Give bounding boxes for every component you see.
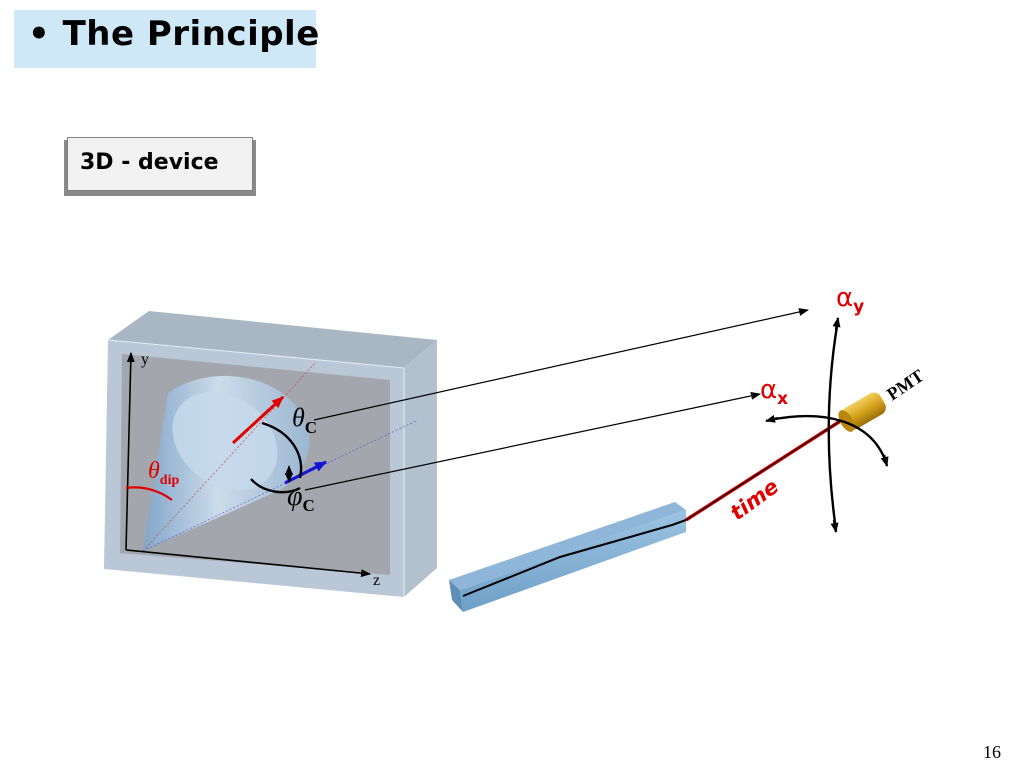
pmt-label: PMT	[883, 365, 927, 404]
block-side-face	[404, 340, 437, 597]
block-top-face	[108, 311, 437, 368]
alpha-x-label: αx	[760, 375, 788, 409]
photon-path-in-bar	[462, 519, 687, 597]
phi-c-label: φC	[287, 481, 315, 515]
theta-c-label: θC	[292, 403, 317, 437]
cherenkov-cone	[142, 361, 419, 552]
phi-c-arc	[250, 478, 301, 494]
photon-direction-red-arrow	[231, 395, 285, 445]
theta-dip-arc	[125, 486, 173, 501]
projection-line-alpha-y	[313, 308, 809, 421]
title-background	[14, 10, 316, 68]
projection-line-alpha-x	[304, 391, 761, 491]
device-label-box	[67, 137, 253, 191]
page-number: 16	[983, 742, 1001, 762]
pmt	[838, 392, 886, 432]
axes: y z	[125, 351, 380, 589]
alpha-x-curve	[769, 414, 888, 463]
bar-front-face	[460, 510, 686, 612]
y-axis-label: y	[141, 351, 149, 368]
time-label: time	[726, 474, 783, 525]
alpha-y-curve	[827, 319, 840, 531]
y-axis	[125, 352, 135, 551]
theta-c-arc	[261, 421, 303, 479]
device-label: 3D - device	[80, 150, 219, 175]
z-axis	[125, 549, 371, 578]
bar-top-face	[449, 502, 686, 590]
bar-end-face	[449, 580, 463, 612]
quartz-bar	[449, 502, 687, 612]
z-axis-label: z	[373, 572, 380, 589]
alpha-y-label: αy	[836, 283, 864, 317]
theta-dip-label: θdip	[148, 458, 179, 488]
slide-title: • The Principle	[28, 14, 320, 54]
